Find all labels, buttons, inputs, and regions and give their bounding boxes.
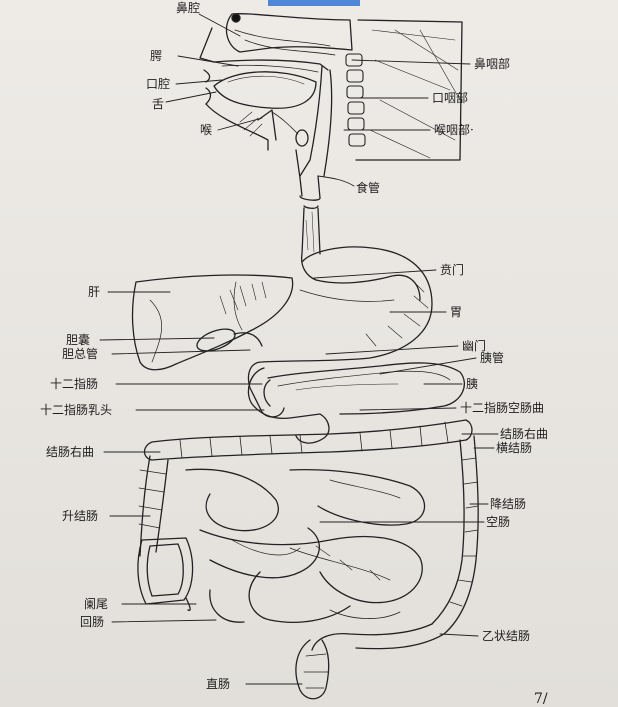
label-esophagus: 食管	[356, 181, 381, 195]
ascending-colon	[138, 455, 169, 557]
label-rectum: 直肠	[206, 677, 231, 691]
label-tongue: 舌	[152, 97, 165, 111]
label-bile-duct: 胆总管	[62, 347, 99, 361]
label-appendix: 阑尾	[84, 597, 109, 611]
label-transverse-colon: 横结肠	[496, 441, 533, 455]
label-nasopharynx: 鼻咽部	[474, 57, 511, 71]
label-nasal-cavity: 鼻腔	[176, 1, 201, 15]
label-jejunum: 空肠	[486, 515, 511, 529]
label-pancreas: 胰	[466, 377, 479, 391]
vertebrae	[345, 53, 366, 147]
cecum-appendix	[137, 537, 194, 612]
duodenum-pancreas	[247, 362, 465, 444]
label-sigmoid-colon: 乙状结肠	[482, 629, 531, 643]
label-duodenojejunal-flexure: 十二指肠空肠曲	[460, 401, 545, 415]
small-intestine	[185, 468, 426, 623]
label-duodenum: 十二指肠	[50, 377, 99, 391]
label-cardia: 贲门	[440, 263, 465, 277]
page-mark: 7/	[534, 691, 548, 707]
label-oral-cavity: 口腔	[146, 77, 171, 91]
stomach	[247, 246, 433, 418]
label-oropharynx: 口咽部	[432, 91, 469, 105]
label-ascending-colon: 升结肠	[62, 509, 99, 523]
liver	[131, 274, 294, 371]
tape-strip	[268, 0, 360, 6]
label-larynx: 喉	[200, 123, 213, 137]
label-left-colic-flexure: 结肠右曲	[500, 427, 549, 441]
leader-lines	[99, 13, 499, 685]
esophagus	[299, 175, 321, 281]
label-palate: 腭	[150, 49, 163, 63]
label-pylorus: 幽门	[462, 339, 487, 353]
label-major-papilla: 十二指肠乳头	[40, 403, 113, 417]
label-right-colic-flexure: 结肠右曲	[46, 445, 95, 459]
label-pancreatic-duct: 胰管	[480, 351, 505, 365]
label-liver: 肝	[88, 285, 101, 299]
transverse-colon	[143, 419, 473, 461]
sigmoid-rectum	[295, 623, 445, 700]
label-stomach: 胃	[450, 305, 463, 319]
head-section	[199, 13, 463, 179]
label-laryngopharynx: 喉咽部·	[434, 123, 474, 137]
label-ileum: 回肠	[80, 615, 105, 629]
label-gallbladder: 胆囊	[66, 333, 91, 347]
descending-colon	[431, 435, 479, 635]
label-descending-colon: 降结肠	[490, 497, 527, 511]
